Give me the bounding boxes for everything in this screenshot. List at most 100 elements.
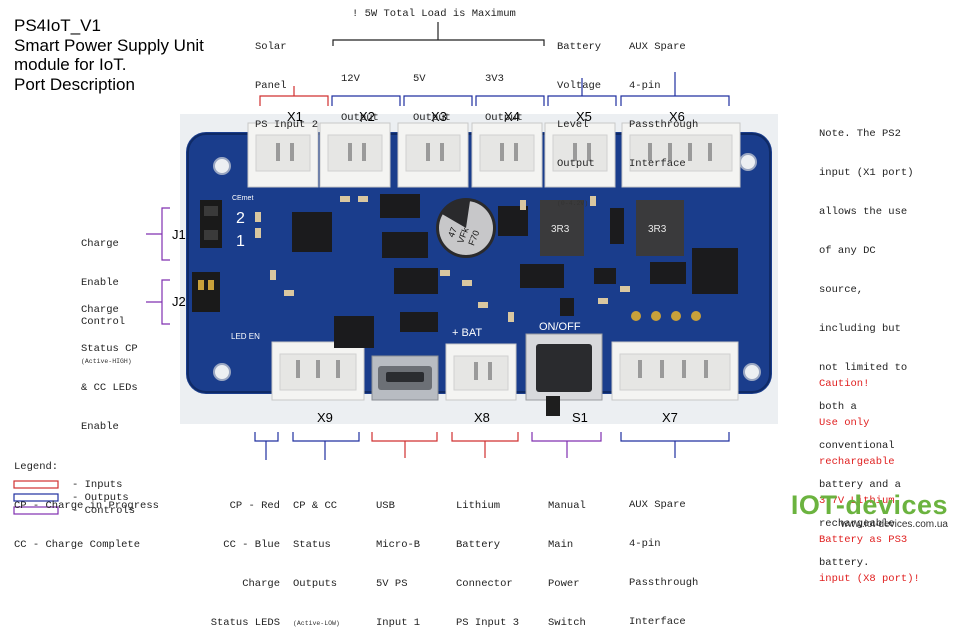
label-aux-top-1: AUX Spare [629,41,686,53]
label-usb-4: Input 1 [376,617,421,629]
label-5v: 5V Output [413,47,451,138]
ic-chip [400,312,438,332]
label-aux-top-3: Passthrough [629,119,699,131]
label-lithium-4: PS Input 3 [456,617,520,629]
top-brackets [259,22,730,106]
mount-hole [743,363,761,381]
label-leds-3: Charge [242,578,280,590]
mount-hole [213,157,231,175]
connector-x8 [445,343,517,401]
port-label-x9: X9 [317,410,333,425]
label-3v3: 3V3 Output [485,47,523,138]
label-leds-1: CP - Red [229,500,280,512]
label-leds-4: Status LEDS [210,617,280,629]
mount-hole [739,153,757,171]
note-line: of any DC [819,245,876,257]
note-line: source, [819,284,864,296]
note-line: rechargeable [819,518,895,530]
inductor [540,200,584,256]
legend-item-outputs: - Outputs [72,492,129,504]
label-battery-4: Output [557,158,595,170]
label-usb-3: 5V PS [376,578,408,590]
component [560,298,574,316]
label-aux-top: AUX Spare 4-pin Passthrough Interface [629,15,698,184]
label-switch-1: Manual [548,500,586,512]
capacitor [436,198,496,258]
jumper-label-j1: J1 [172,227,186,242]
note-text: Note. The PS2 input (X1 port) allows the… [819,102,914,583]
legend-output-swatch [13,493,59,502]
port-label-x3: X3 [431,109,447,124]
legend-input-swatch [13,480,59,489]
label-usb-2: Micro-B [376,539,421,551]
label-lithium-1: Lithium [456,500,501,512]
bracket-j1-control [146,207,170,261]
legend-cp: CP - Charge in Progress [14,500,159,512]
caution-line: rechargeable [819,456,895,468]
component [610,208,624,244]
label-charge-status: Charge Status CP & CC LEDs Enable [81,278,138,447]
caution-line: Battery as PS3 [819,534,908,546]
label-aux-bottom-1: AUX Spare [629,499,686,511]
connector-x2 [319,122,391,188]
bracket-usb [371,432,438,458]
port-label-x2: X2 [359,109,375,124]
connector-x5 [544,122,616,188]
label-lithium-3: Connector [456,578,513,590]
label-battery: Battery Voltage Level Output (0-4.2V) [557,15,601,223]
label-aux-bottom-4: Interface [629,616,686,628]
ic-chip [650,262,686,284]
mount-hole [213,363,231,381]
label-charge-status-3: & CC LEDs [81,382,138,394]
inductor-marking: 3R3 [648,224,667,235]
port-label-x4: X4 [504,109,520,124]
label-outputs-note: (Active-LOW) [293,620,340,627]
caution-text: Caution! Use only rechargeable 3.7V Lith… [819,352,920,599]
label-12v-1: 12V [341,73,360,85]
port-label-s1: S1 [572,410,588,425]
label-3v3-1: 3V3 [485,73,504,85]
note-line: both a [819,401,857,413]
silk-onoff: ON/OFF [539,321,581,333]
usb-micro-b-port [371,355,439,401]
bracket-x4-output [475,95,545,106]
capacitor-marking-1: 47 [446,226,459,239]
title-line-1: PS4IoT_V1 [14,16,101,35]
gpio-pads [631,311,701,321]
caution-line: Caution! [819,378,870,390]
label-leds: CP - Red CC - Blue Charge Status LEDS [200,474,280,643]
label-solar: Solar Panel PS Input 2 [255,15,318,145]
label-lithium-2: Battery [456,539,501,551]
label-solar-1: Solar [255,41,287,53]
note-line: Note. The PS2 [819,128,901,140]
jumper-pin-1: 1 [236,233,245,250]
legend-cc: CC - Charge Complete [14,539,141,551]
label-switch-4: Switch [548,617,586,629]
caution-line: 3.7V Lithium [819,495,895,507]
legend-control-swatch [13,506,59,515]
label-outputs-2: Status [293,539,331,551]
component [594,268,616,284]
ic-chip [334,316,374,348]
label-charge-enable-2: Enable [81,277,119,289]
note-line: including but [819,323,901,335]
bracket-leds [254,432,279,442]
bracket-switch [531,432,602,458]
label-battery-2: Voltage [557,80,602,92]
logo-url: www.iot-devices.com.ua [840,519,948,530]
label-5v-1: 5V [413,73,426,85]
title-line-2: Smart Power Supply Unit [14,35,204,55]
title-line-4: Port Description [14,74,135,94]
note-line: not limited to [819,362,908,374]
label-charge-enable-note: (Active-HIGH) [81,358,132,365]
title-line-3: module for IoT. [14,55,127,74]
label-outputs-3: Outputs [293,578,338,590]
label-usb-1: USB [376,500,395,512]
jumper-label-j2: J2 [172,294,186,309]
bracket-x5-output [547,78,617,106]
jumper-pin-2: 2 [236,210,245,227]
label-lithium: Lithium Battery Connector PS Input 3 [456,474,519,643]
smd-parts [255,196,630,322]
note-line: input (X1 port) [819,167,914,179]
silk-cemet: CEmet [232,195,253,202]
